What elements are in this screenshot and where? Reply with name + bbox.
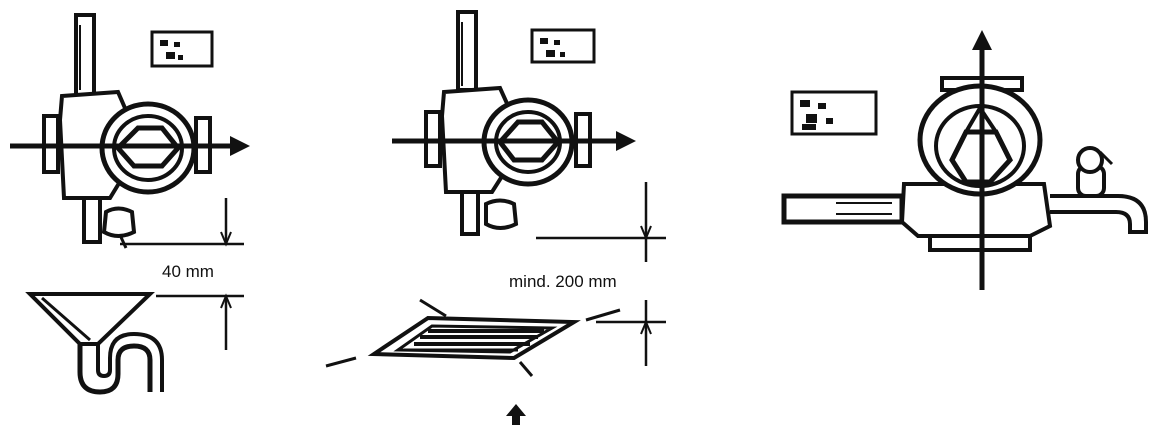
dimension-label-200: mind. 200 mm bbox=[509, 272, 617, 291]
panel-vertical-with-tap bbox=[781, 30, 1148, 290]
dimension-label-40: 40 mm bbox=[162, 262, 214, 281]
panel-horizontal-over-drain bbox=[325, 10, 666, 425]
funnel-siphon-icon bbox=[25, 292, 164, 395]
info-plate-icon bbox=[790, 90, 878, 136]
small-up-arrow-icon bbox=[506, 404, 526, 425]
dimension-marker-200 bbox=[536, 182, 666, 366]
info-plate-icon bbox=[530, 28, 596, 64]
water-tap-icon bbox=[1050, 146, 1148, 234]
panel-horizontal-over-funnel bbox=[10, 13, 250, 395]
dimension-marker-40 bbox=[120, 198, 244, 350]
info-plate-icon bbox=[150, 30, 214, 68]
floor-drain-icon bbox=[325, 298, 621, 377]
